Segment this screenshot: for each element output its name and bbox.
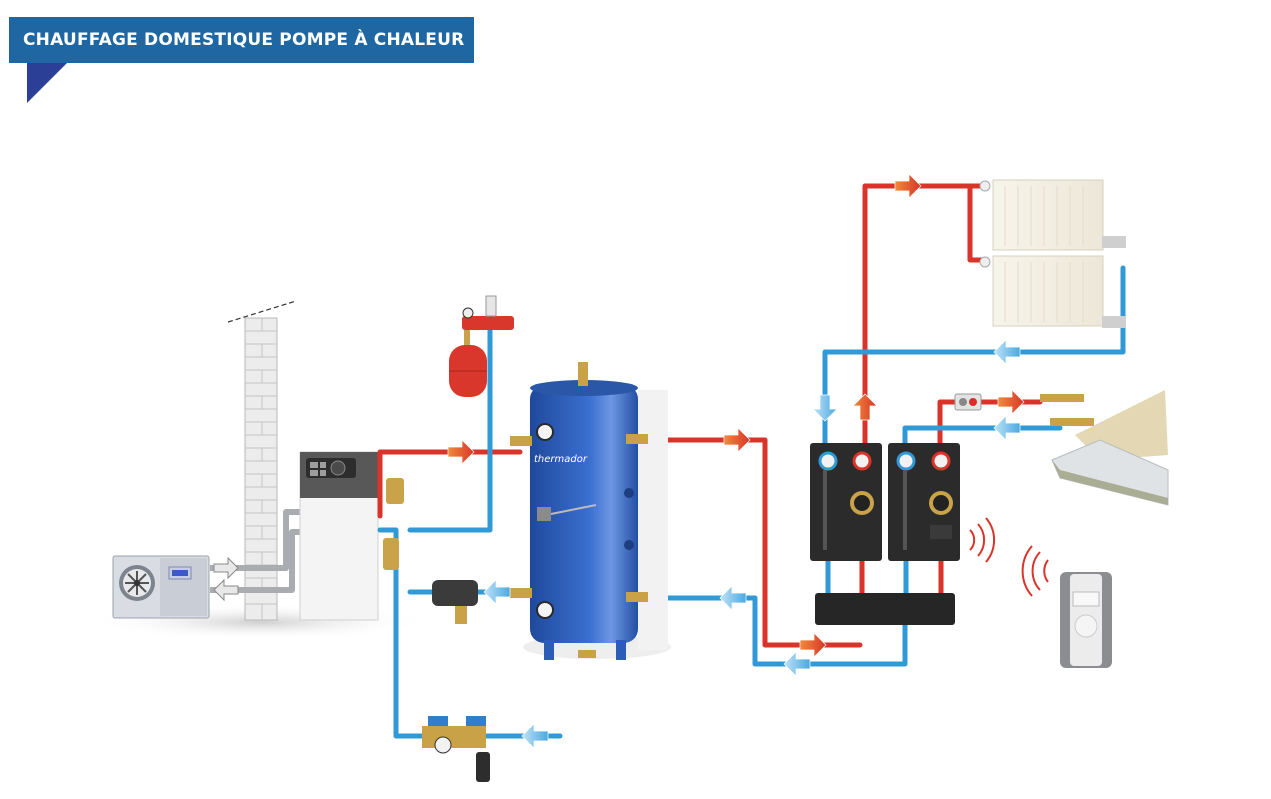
- roof-line: [227, 300, 297, 323]
- flow-arrows: [447, 173, 1025, 749]
- module-connection-pipes: [825, 561, 944, 598]
- radiator-icon: [979, 179, 1126, 328]
- wireless-thermostat-icon: [969, 517, 1112, 668]
- hot-flow-arrow: [894, 173, 922, 199]
- cold-flow-arrow: [521, 723, 549, 749]
- cold-flow-arrow: [719, 585, 747, 611]
- refrigerant-arrows: [213, 556, 239, 602]
- manifold-icon: [815, 593, 955, 625]
- cold-flow-arrow: [812, 394, 838, 422]
- hot-flow-arrow: [723, 427, 751, 453]
- cold-flow-arrow: [993, 415, 1021, 441]
- pump-station-icon: [810, 443, 960, 561]
- tank-brand-logo: thermador: [534, 454, 588, 465]
- hot-flow-arrow: [447, 439, 475, 465]
- heat-pump-indoor-unit-icon: [299, 451, 379, 621]
- module-wireless-signal: [969, 517, 996, 563]
- title-text: CHAUFFAGE DOMESTIQUE POMPE À CHALEUR: [23, 30, 465, 50]
- cold-flow-arrow: [783, 651, 811, 677]
- cold-flow-arrow: [993, 339, 1021, 365]
- valve-fittings: [383, 478, 478, 624]
- buffer-tank-icon: [510, 362, 671, 660]
- cold-pipes: [377, 265, 1126, 739]
- underfloor-heating-icon: [954, 390, 1169, 506]
- brick-wall-icon: [227, 300, 297, 621]
- title-banner: CHAUFFAGE DOMESTIQUE POMPE À CHALEUR: [9, 17, 474, 63]
- refrigerant-lines: [210, 509, 300, 593]
- cold-flow-arrow: [483, 579, 511, 605]
- hot-flow-arrow: [997, 389, 1025, 415]
- hot-flow-arrow: [799, 632, 827, 658]
- hot-flow-arrow: [852, 393, 878, 421]
- filling-valve-icon: [422, 716, 490, 782]
- heat-pump-outdoor-unit-icon: [112, 555, 210, 619]
- expansion-vessel-icon: [449, 295, 514, 397]
